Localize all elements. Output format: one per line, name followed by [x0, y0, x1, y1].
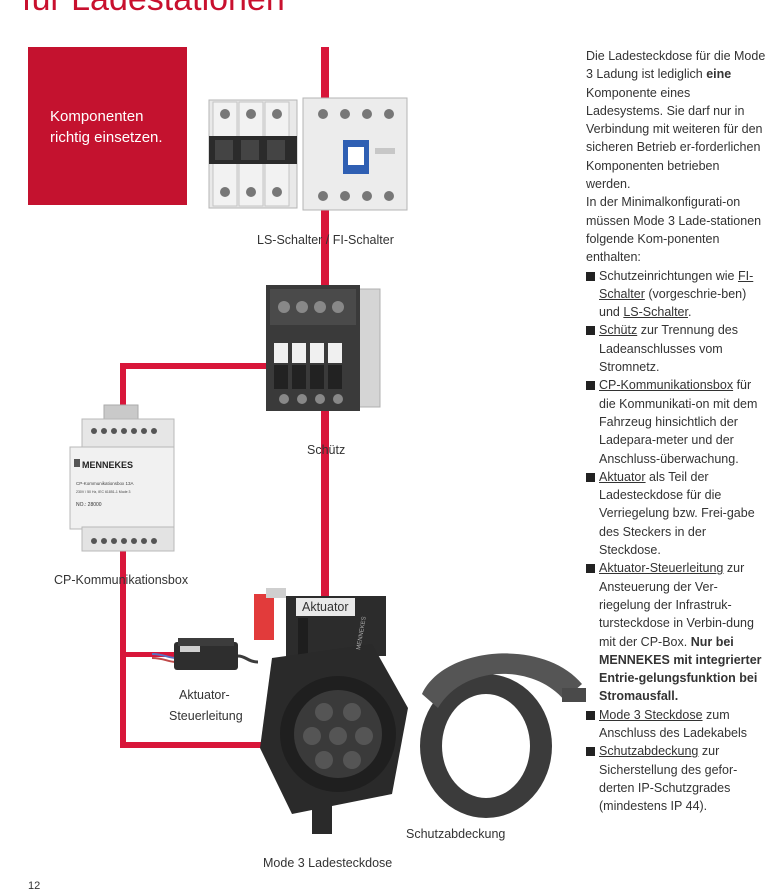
- component-list: Schutzeinrichtungen wie FI-Schalter (vor…: [586, 267, 766, 816]
- contactor-image: [266, 285, 381, 411]
- item-text: zur Trennung des Ladeanschlusses vom Str…: [599, 323, 738, 375]
- red-info-box: Komponenten richtig einsetzen.: [28, 47, 187, 205]
- link-mode3-steckdose[interactable]: Mode 3 Steckdose: [599, 707, 703, 722]
- mode3-socket-image: MENNEKES: [254, 588, 408, 834]
- red-box-line2: richtig einsetzen.: [50, 129, 163, 146]
- wire-left-bottom: [120, 742, 280, 748]
- label-ls-fi-switch: LS-Schalter / FI-Schalter: [257, 233, 394, 247]
- cp-box-small-text-2: 230V / 50 Hz, IEC 61851-1 Mode 3: [76, 490, 131, 494]
- cp-box-number: NO.: 28000: [76, 502, 102, 508]
- bullet-icon: [586, 271, 595, 281]
- label-actuator: Aktuator: [296, 598, 355, 616]
- label-cp-box: CP-Kommunikationsbox: [54, 573, 189, 587]
- label-actuator-control-2: Steuerleitung: [169, 709, 243, 723]
- label-protective-cover: Schutzabdeckung: [406, 827, 506, 841]
- intro-bold: eine: [706, 67, 732, 82]
- page-heading: für Ladestationen: [22, 0, 285, 19]
- list-item: Schutzeinrichtungen wie FI-Schalter (vor…: [586, 267, 766, 322]
- page-number: 12: [28, 880, 41, 892]
- actuator-control-cable-image: [151, 638, 259, 670]
- item-suffix: .: [687, 305, 692, 320]
- bullet-icon: [586, 710, 595, 720]
- intro-part2: Komponente eines Ladesystems. Sie darf n…: [586, 85, 763, 192]
- item-text: zur Sicherstellung des gefor-derten IP-S…: [599, 744, 738, 814]
- link-ls-schalter[interactable]: LS-Schalter: [623, 305, 688, 320]
- bullet-icon: [586, 326, 595, 336]
- list-item: Aktuator als Teil der Ladesteckdose für …: [586, 468, 766, 559]
- label-mode3-socket: Mode 3 Ladesteckdose: [263, 856, 393, 870]
- list-item: Aktuator-Steuerleitung zur Ansteuerung d…: [586, 559, 766, 705]
- socket-brand-text: MENNEKES: [356, 616, 368, 650]
- wire-left-vertical: [120, 363, 126, 748]
- wire-actuator-link: [120, 652, 180, 657]
- bullet-icon: [586, 381, 595, 391]
- link-fi-schalter[interactable]: FI-Schalter: [599, 268, 754, 301]
- link-schutzabdeckung[interactable]: Schutzabdeckung: [599, 744, 699, 759]
- protective-cover-image: [420, 653, 586, 818]
- item-bold-note: Nur bei MENNEKES mit integrierter Entrie…: [599, 634, 762, 704]
- link-cp-box[interactable]: CP-Kommunikationsbox: [599, 378, 734, 393]
- ls-fi-switch-image: [208, 97, 408, 211]
- intro-part1: Die Ladesteckdose für die Mode 3 Ladung …: [586, 49, 766, 82]
- bullet-icon: [586, 564, 595, 574]
- label-contactor: Schütz: [307, 443, 346, 457]
- item-text: als Teil der Ladesteckdose für die Verri…: [599, 469, 755, 558]
- label-actuator-control-1: Aktuator-: [179, 688, 230, 702]
- item-text: für die Kommunikati-on mit dem Fahrzeug …: [599, 378, 758, 466]
- link-aktuator-steuerleitung[interactable]: Aktuator-Steuerleitung: [599, 561, 724, 576]
- list-item: Schutzabdeckung zur Sicherstellung des g…: [586, 742, 766, 815]
- cp-communication-box-image: MENNEKES CP-Kommunikationsbox 13A 230V /…: [69, 404, 175, 552]
- body-text-column: Die Ladesteckdose für die Mode 3 Ladung …: [586, 47, 766, 815]
- config-paragraph: In der Minimalkonfigurati-on müssen Mode…: [586, 195, 762, 265]
- cp-box-small-text: CP-Kommunikationsbox 13A: [76, 481, 134, 486]
- item-text: zum Anschluss des Ladekabels: [599, 707, 748, 740]
- item-text: zur Ansteuerung der Ver-riegelung der In…: [599, 561, 754, 649]
- link-aktuator[interactable]: Aktuator: [599, 469, 646, 484]
- cp-box-brand: MENNEKES: [82, 460, 133, 470]
- red-box-line1: Komponenten: [50, 108, 144, 125]
- list-item: Schütz zur Trennung des Ladeanschlusses …: [586, 321, 766, 376]
- wire-left-top: [120, 363, 324, 369]
- item-mid: (vorgeschrie-ben) und: [599, 286, 747, 320]
- list-item: Mode 3 Steckdose zum Anschluss des Ladek…: [586, 706, 766, 743]
- item-prefix: Schutzeinrichtungen wie: [599, 268, 735, 283]
- intro-paragraph: Die Ladesteckdose für die Mode 3 Ladung …: [586, 47, 766, 193]
- list-item: CP-Kommunikationsbox für die Kommunikati…: [586, 376, 766, 467]
- red-box-text: Komponenten richtig einsetzen.: [50, 106, 190, 148]
- link-schuetz[interactable]: Schütz: [599, 323, 638, 338]
- bullet-icon: [586, 747, 595, 757]
- bullet-icon: [586, 472, 595, 482]
